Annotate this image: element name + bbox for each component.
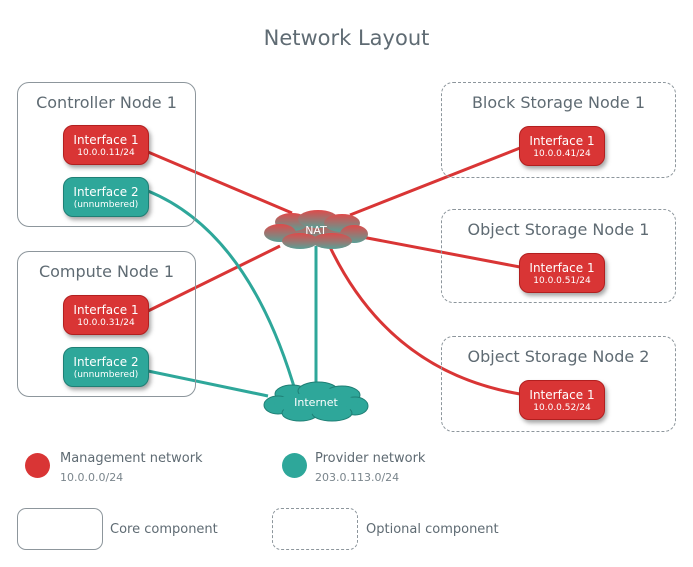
interface-name: Interface 2 [73, 355, 139, 369]
interface-name: Interface 1 [73, 133, 139, 147]
mgmt-link-compute [147, 244, 281, 313]
interface-name: Interface 1 [529, 388, 595, 402]
internet-cloud[interactable] [262, 380, 370, 426]
interface-address: 10.0.0.51/24 [533, 276, 591, 286]
interface-name: Interface 2 [73, 185, 139, 199]
optional-component-swatch [272, 508, 358, 550]
optional-component-label: Optional component [366, 522, 499, 537]
provider-network-label: Provider network [315, 451, 426, 466]
interface-address: (unnumbered) [73, 370, 139, 380]
management-network-subnet: 10.0.0.0/24 [60, 471, 124, 484]
nat-cloud[interactable] [262, 207, 370, 255]
prov-link-compute [147, 369, 269, 398]
diagram-title: Network Layout [263, 26, 430, 50]
object-storage-node-2-box: Object Storage Node 2 [441, 336, 676, 432]
management-network-label: Management network [60, 451, 203, 466]
management-network-swatch [25, 453, 50, 478]
interface-address: 10.0.0.11/24 [77, 148, 135, 158]
controller-node-title: Controller Node 1 [36, 93, 177, 112]
provider-network-subnet: 203.0.113.0/24 [315, 471, 400, 484]
interface-address: 10.0.0.31/24 [77, 318, 135, 328]
mgmt-link-controller [147, 150, 293, 215]
block-storage-interface-1[interactable]: Interface 1 10.0.0.41/24 [519, 126, 605, 166]
mgmt-link-object2 [328, 246, 521, 396]
interface-name: Interface 1 [529, 261, 595, 275]
interface-address: 10.0.0.52/24 [533, 403, 591, 413]
object-storage-node-1-box: Object Storage Node 1 [441, 209, 676, 303]
object-storage-node-1-title: Object Storage Node 1 [467, 220, 650, 239]
controller-node-box: Controller Node 1 [17, 82, 196, 227]
object-storage-1-interface-1[interactable]: Interface 1 10.0.0.51/24 [519, 253, 605, 293]
interface-name: Interface 1 [529, 134, 595, 148]
nat-label: NAT [305, 224, 327, 237]
block-storage-node-box: Block Storage Node 1 [441, 82, 676, 178]
compute-interface-2[interactable]: Interface 2 (unnumbered) [63, 347, 149, 387]
provider-network-swatch [282, 453, 307, 478]
compute-interface-1[interactable]: Interface 1 10.0.0.31/24 [63, 295, 149, 335]
interface-address: 10.0.0.41/24 [533, 149, 591, 159]
mgmt-link-block [349, 146, 521, 217]
controller-interface-2[interactable]: Interface 2 (unnumbered) [63, 177, 149, 217]
core-component-label: Core component [110, 522, 218, 537]
internet-label: Internet [294, 396, 338, 409]
controller-interface-1[interactable]: Interface 1 10.0.0.11/24 [63, 125, 149, 165]
object-storage-2-interface-1[interactable]: Interface 1 10.0.0.52/24 [519, 380, 605, 420]
object-storage-node-2-title: Object Storage Node 2 [467, 347, 650, 366]
compute-node-box: Compute Node 1 [17, 251, 196, 397]
interface-address: (unnumbered) [73, 200, 139, 210]
core-component-swatch [17, 508, 103, 550]
compute-node-title: Compute Node 1 [38, 262, 175, 281]
prov-link-controller [147, 189, 297, 391]
block-storage-node-title: Block Storage Node 1 [471, 93, 646, 112]
interface-name: Interface 1 [73, 303, 139, 317]
